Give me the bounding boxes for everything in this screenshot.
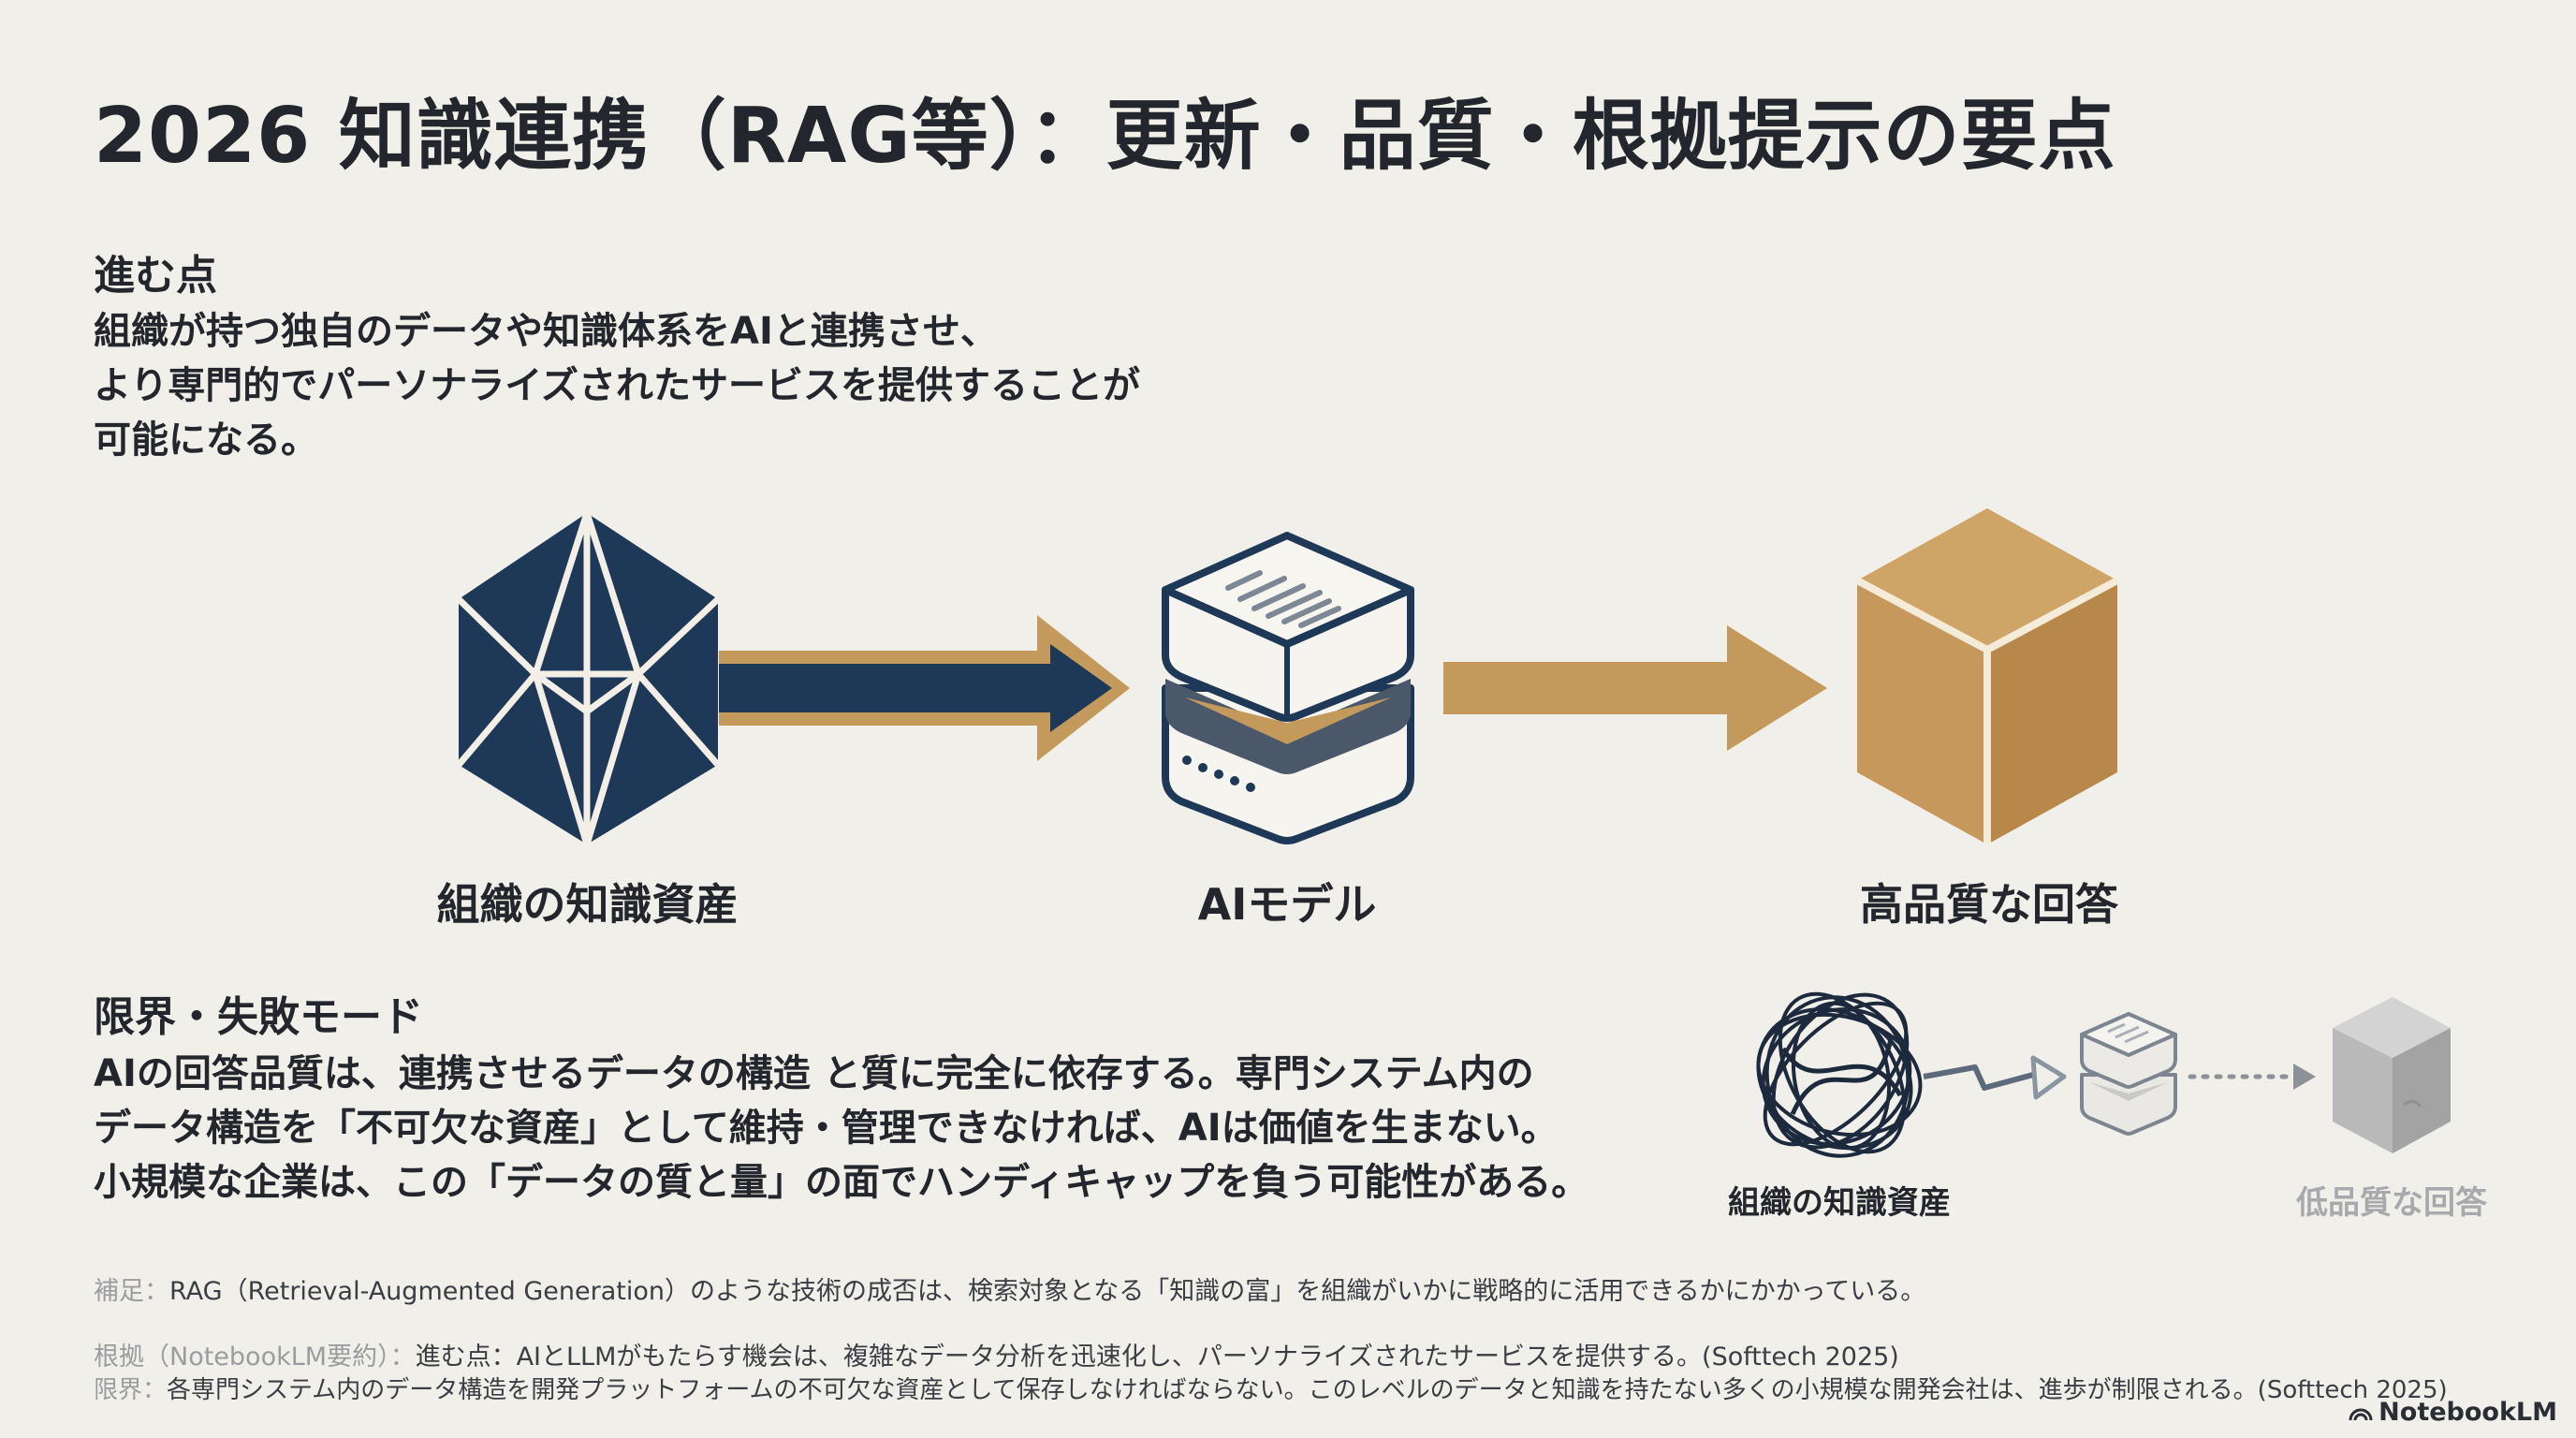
supplement-label: 補足：	[94, 1277, 169, 1306]
supplement-note: 補足：RAG（Retrieval-Augmented Generation）のよ…	[94, 1270, 1925, 1307]
limit-note: 限界：各専門システム内のデータ構造を開発プラットフォームの不可欠な資産として保存…	[94, 1371, 2448, 1405]
progress-line: より専門的でパーソナライズされたサービスを提供することが	[94, 364, 1140, 407]
dotted-arrow-icon	[2188, 1064, 2316, 1090]
limit-label: 限界：	[94, 1376, 168, 1404]
tangled-knowledge-icon	[1756, 991, 1923, 1158]
knowledge-gem-icon	[456, 511, 721, 846]
limit-text: 各専門システム内のデータ構造を開発プラットフォームの不可欠な資産として保存しなけ…	[167, 1376, 2448, 1404]
high-quality-answer-label: 高品質な回答	[1860, 879, 2118, 930]
limits-line: 小規模な企業は、この「データの質と量」の面でハンディキャップを負う可能性がある。	[94, 1161, 1589, 1204]
arrow-to-answer-icon	[1443, 625, 1827, 751]
ai-model-server-icon	[1162, 532, 1414, 844]
notebooklm-brand: NotebookLM	[2349, 1398, 2557, 1427]
limits-line: AIの回答品質は、連携させるデータの構造 と質に完全に依存する。専門システム内の	[94, 1052, 1534, 1095]
knowledge-asset-label: 組織の知識資産	[436, 879, 739, 930]
page-title: 2026 知識連携（RAG等）：更新・品質・根拠提示の要点	[94, 92, 2116, 181]
basis-text: 進む点：AIとLLMがもたらす機会は、複雑なデータ分析を迅速化し、パーソナライズ…	[415, 1343, 1899, 1372]
failure-knowledge-asset-label: 組織の知識資産	[1728, 1184, 1951, 1222]
gold-cube-icon	[1855, 508, 2119, 844]
brand-name: NotebookLM	[2378, 1398, 2557, 1427]
progress-heading: 進む点	[94, 252, 217, 300]
progress-text: 組織が持つ独自のデータや知識体系をAIと連携させ、 より専門的でパーソナライズさ…	[94, 304, 1140, 467]
limits-heading: 限界・失敗モード	[94, 993, 423, 1041]
limits-line: データ構造を「不可欠な資産」として維持・管理できなければ、AIは価値を生まない。	[94, 1107, 1559, 1150]
notebooklm-logo-icon	[2349, 1408, 2373, 1420]
zigzag-arrow-icon	[1923, 1055, 2067, 1100]
ai-model-label: AIモデル	[1197, 879, 1377, 930]
progress-line: 可能になる。	[94, 418, 318, 462]
supplement-text: RAG（Retrieval-Augmented Generation）のような技…	[169, 1277, 1926, 1306]
progress-line: 組織が持つ独自のデータや知識体系をAIと連携させ、	[94, 310, 998, 353]
basis-note: 根拠（NotebookLM要約）：進む点：AIとLLMがもたらす機会は、複雑なデ…	[94, 1336, 1899, 1372]
gray-cube-icon	[2333, 997, 2451, 1153]
low-quality-answer-label: 低品質な回答	[2296, 1184, 2487, 1222]
arrow-to-model-icon	[719, 615, 1130, 761]
faded-server-icon	[2080, 1012, 2177, 1136]
limits-text: AIの回答品質は、連携させるデータの構造 と質に完全に依存する。専門システム内の…	[94, 1047, 1588, 1210]
basis-label: 根拠（NotebookLM要約）：	[94, 1343, 416, 1372]
